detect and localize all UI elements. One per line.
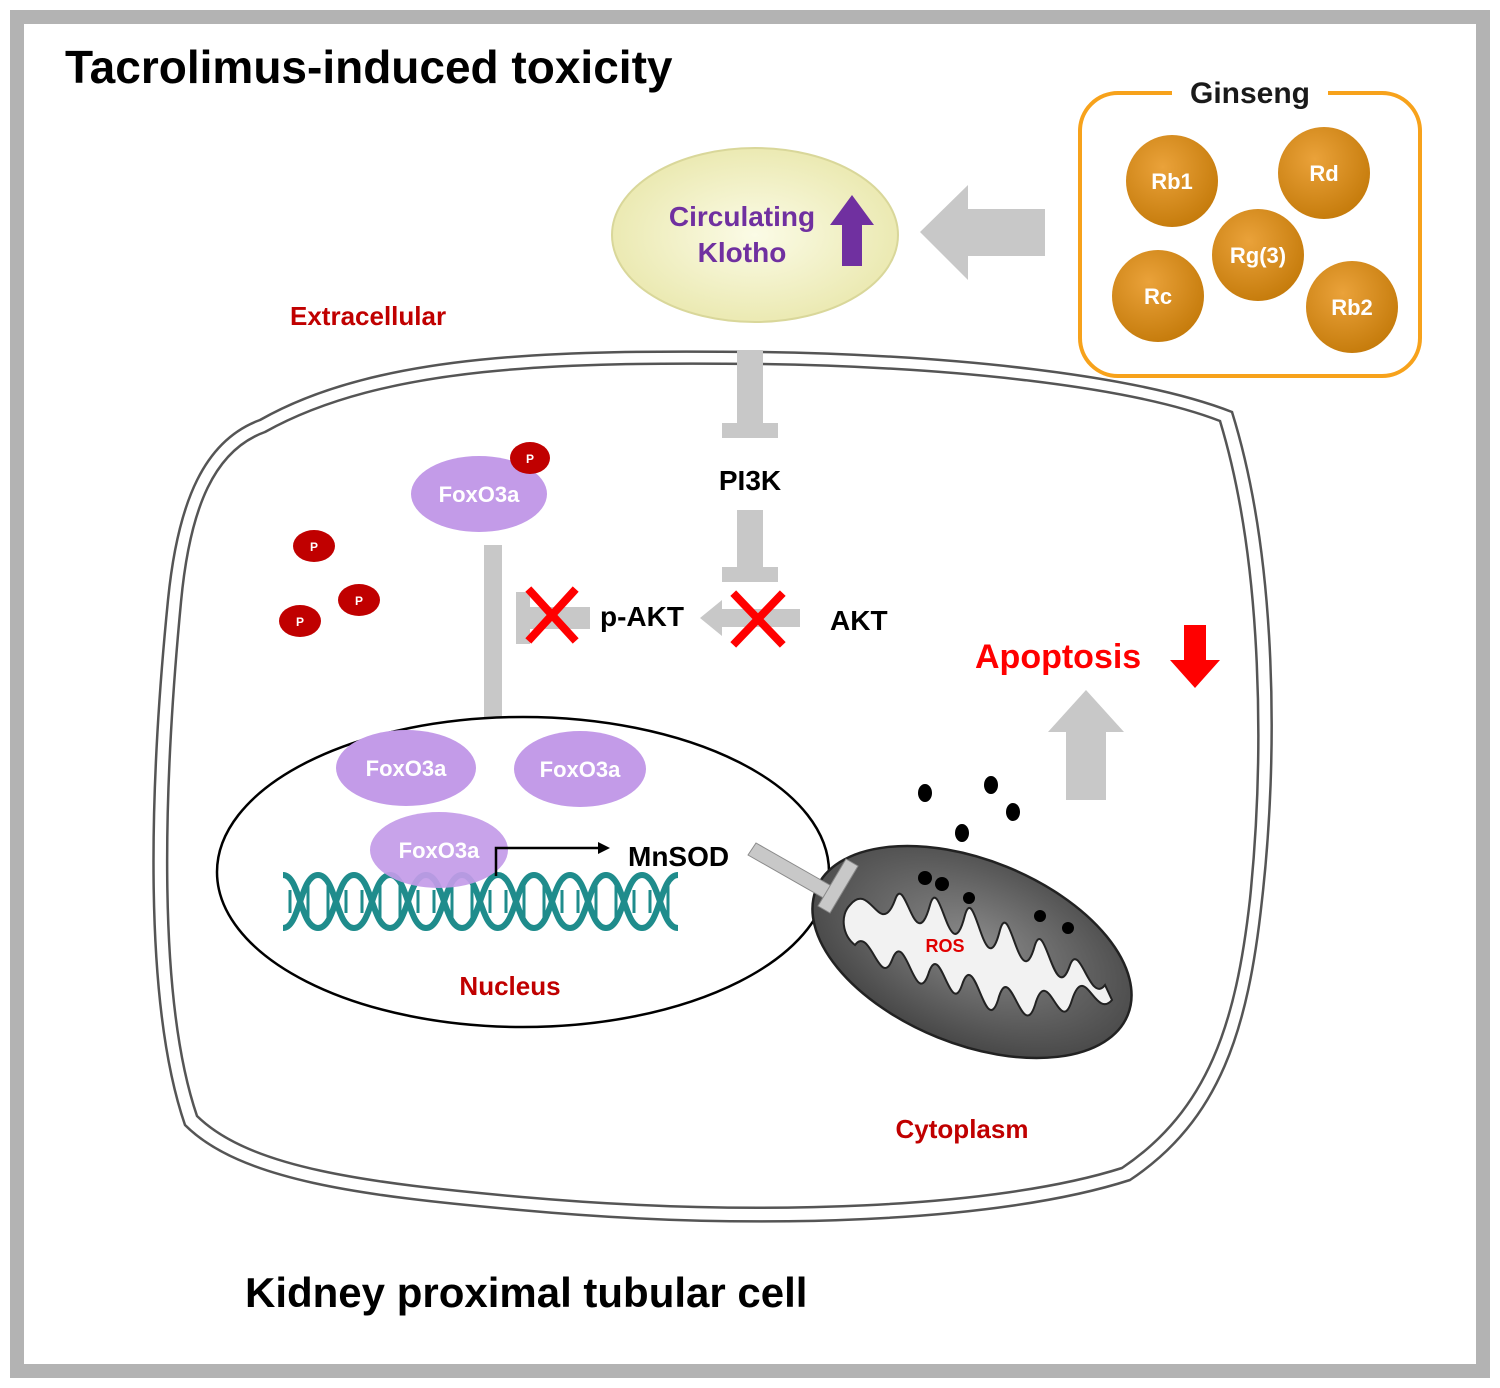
transcription-arrow <box>494 842 610 876</box>
akt-label: AKT <box>830 605 888 636</box>
pi3k-label: PI3K <box>719 465 781 496</box>
svg-text:P: P <box>526 452 534 466</box>
cytoplasm-label: Cytoplasm <box>896 1114 1029 1144</box>
pakt-block-x-icon <box>525 586 579 644</box>
ros-label: ROS <box>925 936 964 956</box>
ginsenoside-rb1: Rb1 <box>1126 135 1218 227</box>
pi3k-to-akt-bar <box>722 510 778 582</box>
foxo3a-nuclear-left: FoxO3a <box>336 730 476 806</box>
foxo3a-translocation-arrow <box>474 545 512 775</box>
mnsod-label: MnSOD <box>628 841 729 872</box>
phospho-group-bound: P <box>510 442 550 474</box>
ginsenoside-rd: Rd <box>1278 127 1370 219</box>
nucleus-label: Nucleus <box>459 971 560 1001</box>
svg-text:FoxO3a: FoxO3a <box>366 756 447 781</box>
ginseng-label: Ginseng <box>1190 77 1310 110</box>
ginseng-to-klotho-arrow <box>920 185 1045 280</box>
svg-text:Rb1: Rb1 <box>1151 169 1193 194</box>
svg-text:P: P <box>296 615 304 629</box>
foxo3a-promoter-bound: FoxO3a <box>370 812 508 888</box>
pakt-label: p-AKT <box>600 601 684 632</box>
cell-membrane <box>152 350 1273 1223</box>
svg-text:FoxO3a: FoxO3a <box>540 757 621 782</box>
phospho-group-free-1: P <box>293 530 335 562</box>
svg-text:P: P <box>355 594 363 608</box>
apoptosis-label: Apoptosis <box>975 638 1141 676</box>
phospho-group-free-2: P <box>338 584 380 616</box>
foxo3a-nuclear-right: FoxO3a <box>514 731 646 807</box>
cell-type-label: Kidney proximal tubular cell <box>245 1269 807 1316</box>
extracellular-label: Extracellular <box>290 301 446 331</box>
svg-text:FoxO3a: FoxO3a <box>439 482 520 507</box>
ginsenoside-rc: Rc <box>1112 250 1204 342</box>
svg-text:FoxO3a: FoxO3a <box>399 838 480 863</box>
svg-text:Rd: Rd <box>1309 161 1338 186</box>
apoptosis-down-arrow-icon <box>1170 625 1220 688</box>
ros-particles <box>918 776 1074 934</box>
ginsenoside-rb2: Rb2 <box>1306 261 1398 353</box>
mitochondrion <box>811 844 1133 1060</box>
mnsod-inhibits-ros <box>747 842 859 914</box>
klotho-label-line2: Klotho <box>698 237 787 268</box>
circulating-klotho: Circulating Klotho <box>611 147 899 323</box>
klotho-up-arrow-icon <box>830 195 874 266</box>
svg-text:P: P <box>310 540 318 554</box>
klotho-inhibits-pi3k <box>722 350 778 438</box>
ros-to-apoptosis-arrow <box>1048 690 1124 800</box>
akt-to-pakt-arrow <box>700 600 800 636</box>
svg-text:Rc: Rc <box>1144 284 1172 309</box>
svg-text:Rb2: Rb2 <box>1331 295 1373 320</box>
ginsenoside-rg3: Rg(3) <box>1212 209 1304 301</box>
dna-helix <box>282 871 679 932</box>
phospho-group-free-3: P <box>279 605 321 637</box>
akt-block-x-icon <box>730 590 786 648</box>
klotho-label-line1: Circulating <box>669 201 815 232</box>
svg-text:Rg(3): Rg(3) <box>1230 243 1286 268</box>
diagram-title: Tacrolimus-induced toxicity <box>65 41 673 93</box>
foxo3a-cytoplasmic: FoxO3a <box>411 456 547 532</box>
